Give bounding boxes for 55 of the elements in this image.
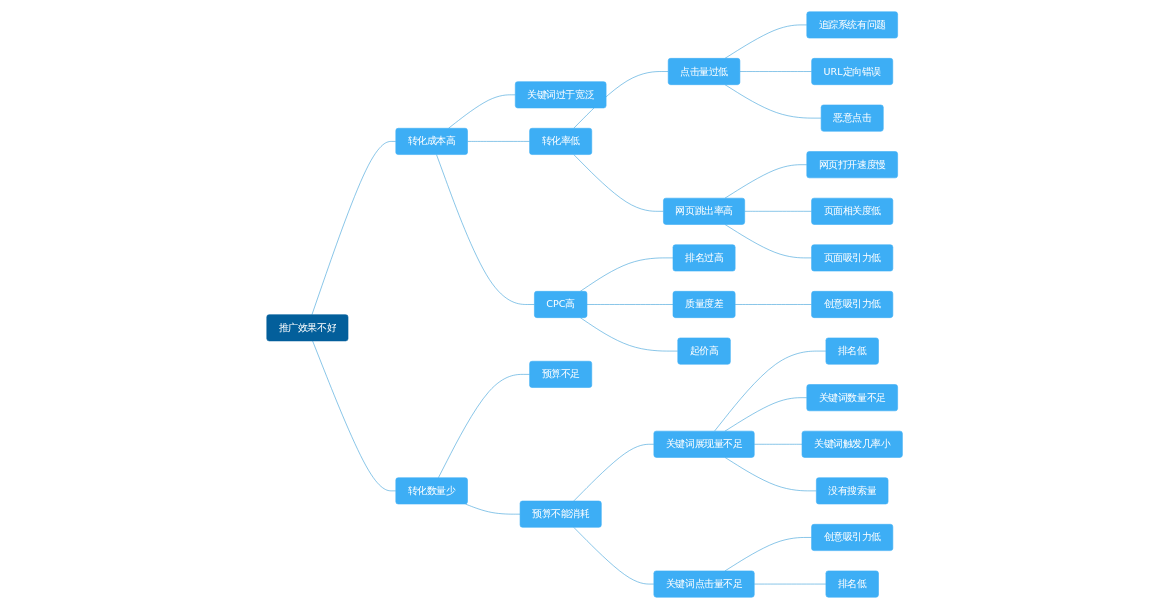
node-box: 排名过高	[673, 243, 736, 271]
node-box: 追踪系统有问题	[806, 10, 899, 38]
node-box: 预算不能消耗	[520, 500, 602, 528]
connector	[725, 163, 808, 198]
node-box: 页面相关度低	[811, 197, 894, 225]
node-box: 关键词过于宽泛	[515, 80, 607, 108]
node-box: 转化率低	[529, 127, 593, 155]
node-box: 网页跳出率高	[663, 197, 746, 225]
connector	[436, 153, 536, 305]
connector	[573, 526, 655, 584]
connector	[725, 536, 813, 571]
connector	[467, 140, 531, 142]
node-box: 转化成本高	[395, 127, 469, 155]
connector	[754, 443, 803, 445]
connector	[580, 257, 674, 292]
connector	[438, 373, 531, 478]
node-box: 网页打开速度慢	[806, 150, 899, 178]
node-box: 点击量过低	[668, 57, 741, 85]
connector	[744, 210, 813, 212]
node-box: 关键词点击量不足	[654, 570, 755, 597]
node-box: CPC高	[534, 290, 588, 318]
node-box: 质量度差	[673, 290, 736, 318]
node-box: 页面吸引力低	[811, 243, 894, 271]
connector	[725, 24, 808, 59]
node-box: 创意吸引力低	[811, 290, 894, 318]
node-box: 起价高	[677, 337, 732, 365]
connector	[725, 83, 822, 118]
node-box: 创意吸引力低	[811, 523, 894, 551]
connector	[725, 456, 818, 491]
node-box: 预算不足	[529, 360, 593, 388]
node-box: URL定向错误	[811, 57, 894, 85]
connector	[573, 443, 655, 501]
node-box: 转化数量少	[395, 476, 469, 504]
connector	[312, 340, 397, 491]
node-box: 没有搜索量	[816, 476, 889, 504]
connector	[714, 350, 827, 431]
node-box: 排名低	[826, 570, 880, 597]
connector	[735, 303, 813, 305]
connector	[740, 70, 813, 72]
connector	[580, 316, 679, 351]
node-box: 关键词数量不足	[806, 383, 899, 411]
connector	[754, 583, 827, 584]
connector	[573, 70, 669, 129]
node-box: 推广效果不好	[266, 313, 349, 341]
connector	[725, 223, 813, 258]
connector	[312, 140, 397, 315]
node-box: 关键词展现量不足	[654, 430, 755, 458]
connector	[587, 303, 674, 305]
node-box: 恶意点击	[821, 104, 884, 132]
connector	[448, 94, 516, 129]
connector	[465, 503, 521, 514]
connector	[725, 396, 808, 431]
node-box: 关键词触发几率小	[802, 430, 904, 458]
node-box: 排名低	[826, 337, 880, 365]
connector	[573, 153, 665, 212]
